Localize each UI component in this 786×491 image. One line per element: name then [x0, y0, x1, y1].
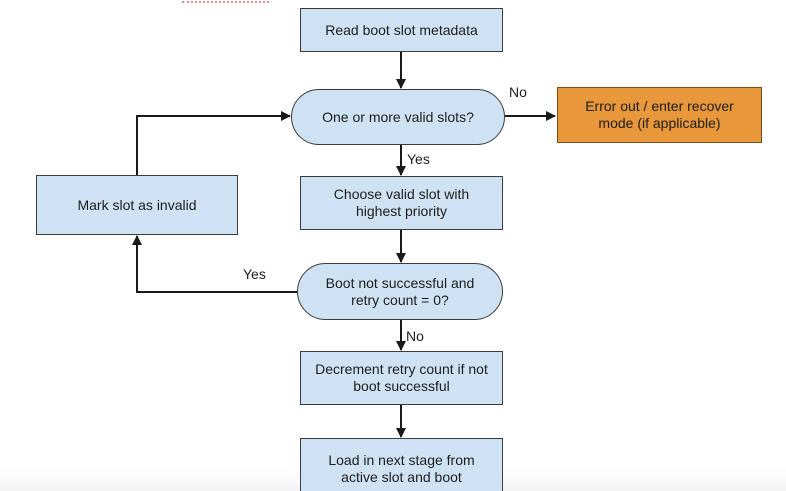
arrow-boot-yes-to-mark [132, 235, 297, 293]
node-label: Boot not successful and retry count = 0? [325, 274, 475, 308]
node-mark-slot-invalid: Mark slot as invalid [36, 175, 238, 235]
node-label: Choose valid slot with highest priority [333, 186, 470, 219]
node-label: Mark slot as invalid [77, 196, 197, 213]
arrow-mark-to-valid [136, 111, 291, 175]
edge-label-yes: Yes [407, 151, 430, 167]
edge-label-yes: Yes [243, 266, 266, 282]
node-label: Load in next stage from active slot and … [328, 452, 475, 485]
node-label: One or more valid slots? [322, 108, 474, 125]
node-one-or-more-valid-slots: One or more valid slots? [291, 89, 505, 145]
node-read-boot-slot-metadata: Read boot slot metadata [300, 8, 503, 52]
node-label: Error out / enter recover mode (if appli… [585, 98, 734, 131]
spellcheck-squiggle-icon [182, 1, 269, 7]
edge-label-no: No [509, 84, 527, 100]
node-load-next-stage: Load in next stage from active slot and … [300, 438, 503, 491]
node-error-out-recover-mode: Error out / enter recover mode (if appli… [557, 87, 762, 143]
node-label: Read boot slot metadata [325, 21, 478, 38]
node-choose-valid-slot: Choose valid slot with highest priority [300, 176, 503, 230]
edge-label-no: No [406, 328, 424, 344]
node-decrement-retry-count: Decrement retry count if not boot succes… [300, 351, 503, 405]
node-boot-not-successful-check: Boot not successful and retry count = 0? [297, 263, 503, 320]
node-label: Decrement retry count if not boot succes… [315, 361, 488, 394]
